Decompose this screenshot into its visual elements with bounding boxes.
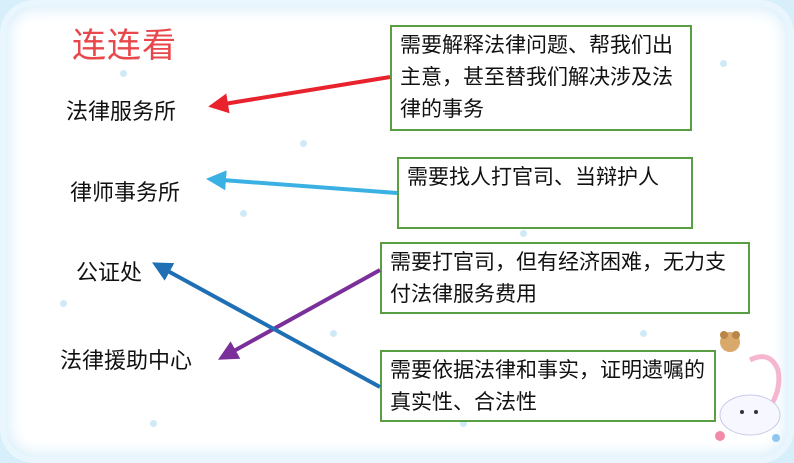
right-item-3-text: 需要打官司，但有经济困难，无力支付法律服务费用 [390, 250, 726, 306]
right-item-4-text: 需要依据法律和事实，证明遗嘱的真实性、合法性 [390, 358, 705, 414]
cartoon-decoration [715, 331, 782, 442]
arrow-2 [206, 170, 398, 195]
right-item-2[interactable]: 需要找人打官司、当辩护人 [397, 157, 693, 229]
right-item-1-text: 需要解释法律问题、帮我们出主意，甚至替我们解决涉及法律的事务 [400, 33, 673, 121]
left-item-law-firm[interactable]: 律师事务所 [70, 181, 181, 206]
right-item-1[interactable]: 需要解释法律问题、帮我们出主意，甚至替我们解决涉及法律的事务 [390, 25, 692, 131]
left-item-legal-service[interactable]: 法律服务所 [66, 100, 177, 125]
page-title: 连连看 [72, 26, 177, 66]
right-item-3[interactable]: 需要打官司，但有经济困难，无力支付法律服务费用 [380, 242, 750, 314]
arrow-3 [218, 268, 381, 360]
left-item-notary[interactable]: 公证处 [76, 261, 143, 286]
right-item-4[interactable]: 需要依据法律和事实，证明遗嘱的真实性、合法性 [380, 350, 716, 422]
arrow-1 [208, 75, 391, 114]
right-item-2-text: 需要找人打官司、当辩护人 [407, 165, 659, 189]
left-item-legal-aid[interactable]: 法律援助中心 [60, 349, 193, 374]
arrow-4 [151, 262, 381, 389]
